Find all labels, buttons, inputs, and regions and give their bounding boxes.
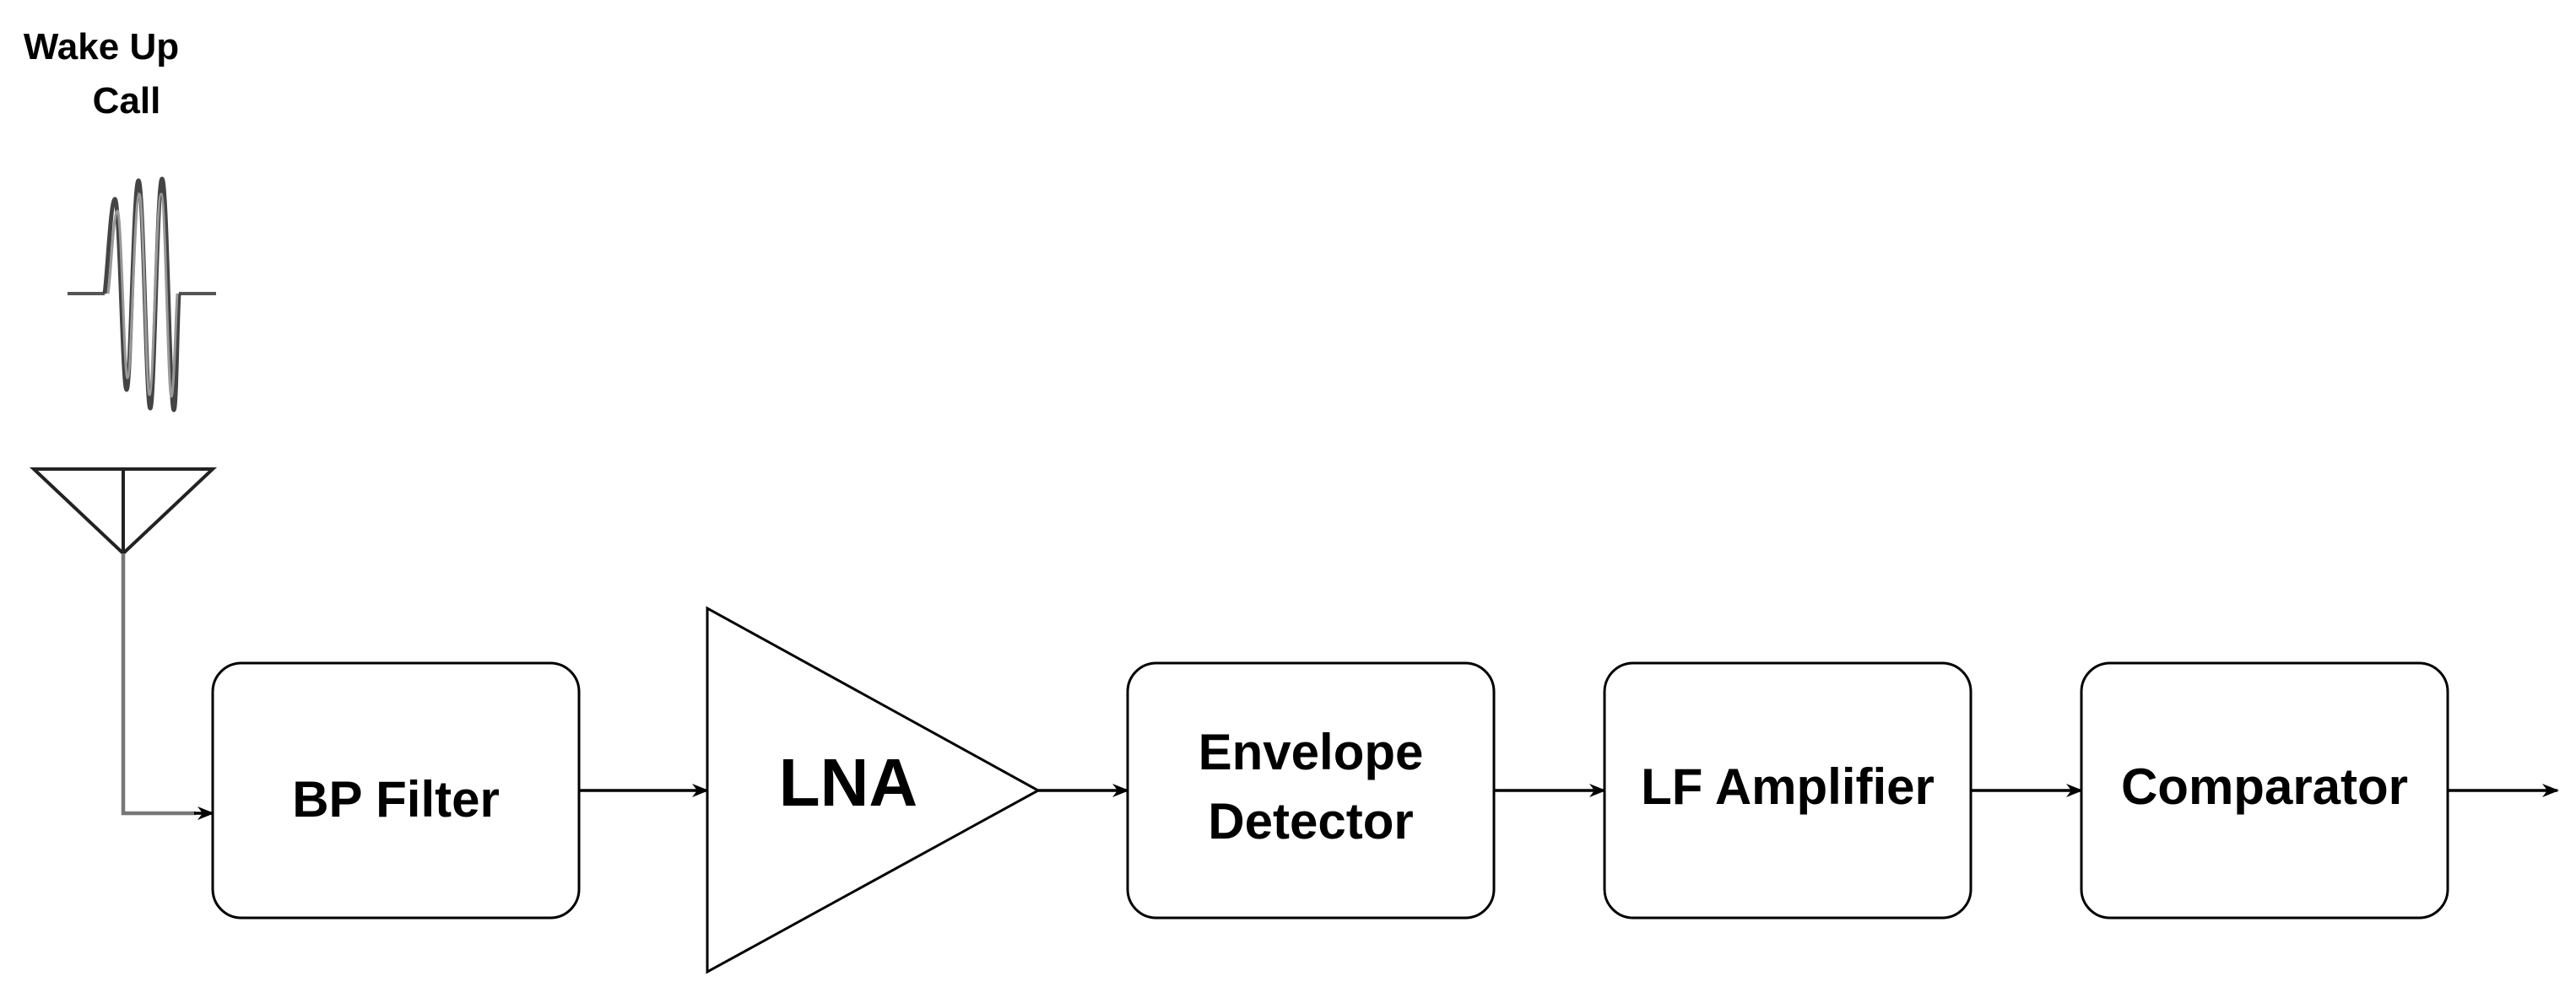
envelope-detector-block xyxy=(1126,661,1496,920)
lna-label: LNA xyxy=(779,745,917,820)
lf-amplifier-label: LF Amplifier xyxy=(1641,758,1935,815)
antenna-feed-line xyxy=(121,553,196,816)
envelope-detector-label-line2: Detector xyxy=(1208,793,1413,850)
bp-filter-label: BP Filter xyxy=(292,771,500,828)
wake-up-call-label-line1: Wake Up xyxy=(24,26,179,67)
comparator-label: Comparator xyxy=(2121,758,2408,815)
antenna-icon xyxy=(29,467,218,556)
lna-amplifier-triangle xyxy=(706,606,1042,974)
wake-up-burst-waveform xyxy=(68,176,216,413)
wake-up-call-label-line2: Call xyxy=(93,80,161,121)
envelope-detector-label-line1: Envelope xyxy=(1199,724,1424,780)
